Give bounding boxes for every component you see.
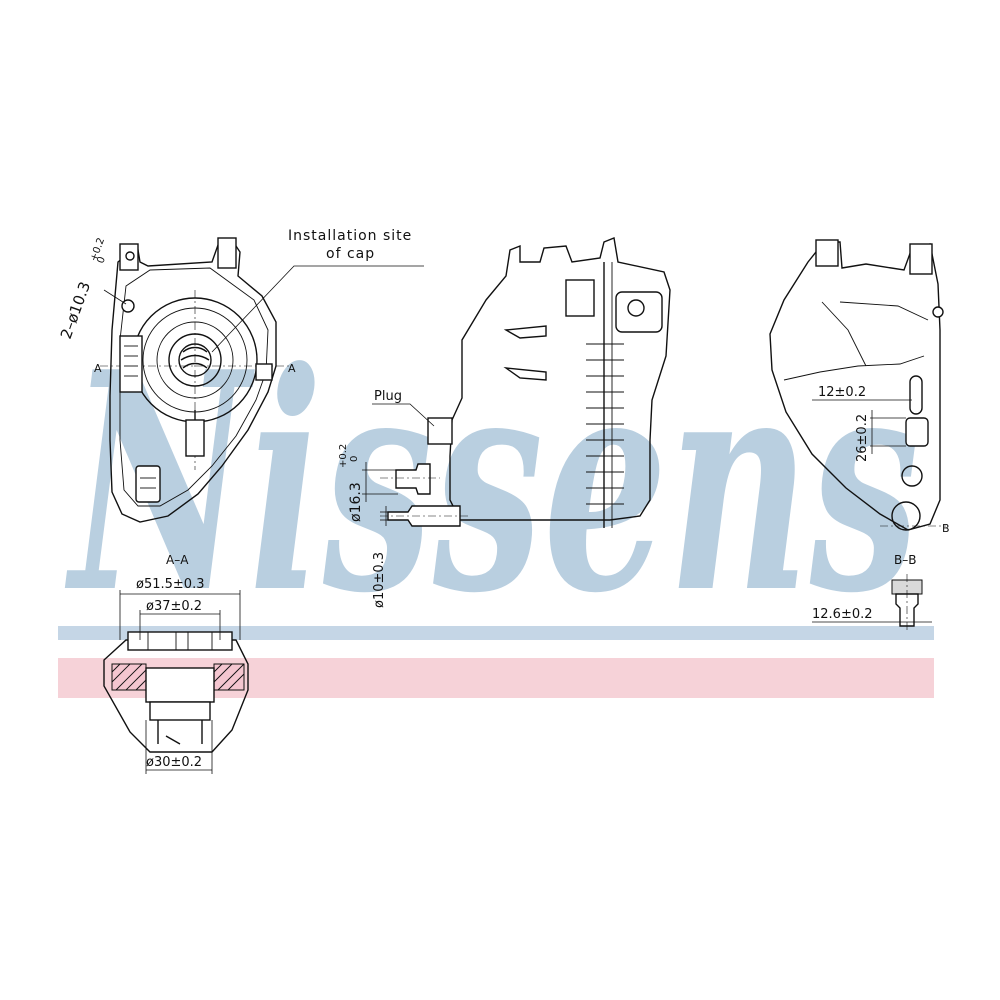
hose-fitting-upper [395,463,431,495]
rear-view-inner-wall [783,301,929,381]
dim-12-6: 12.6±0.2 [812,607,873,622]
side-view-bracket [565,279,595,317]
hole-dimension-tol-low: 0 [95,255,108,265]
front-view-sensor [185,419,205,457]
installation-site-leader [211,265,424,353]
installation-site-label-line2: of cap [326,246,375,262]
rear-view-mount-hole [932,306,944,318]
rear-view-slot [909,375,923,415]
section-aa-title: A–A [166,553,189,567]
plug-label: Plug [374,389,402,404]
section-bb: B–B 12.6±0.2 [812,553,932,632]
section-aa-neck-inner [149,701,211,721]
front-view-inner-wall [119,267,269,507]
section-aa-thread-band [127,631,233,651]
front-view-tab-right [217,237,237,269]
section-aa: A–A ø51.5±0.3 ø37±0.2 ø30±0.2 [103,553,249,774]
dim-d51: ø51.5±0.3 [136,577,204,592]
section-mark-a-right: A [288,362,296,375]
rear-view: B 12±0.2 26±0.2 [769,239,950,535]
rear-view-connector [905,417,929,447]
plug-body [427,417,453,445]
rear-view-tab-right [909,243,933,275]
dim-12: 12±0.2 [818,385,866,400]
dim-d37: ø37±0.2 [146,599,202,614]
section-mark-a-left: A [94,362,102,375]
section-aa-hatch-left [111,663,147,691]
dim-d16: ø16.3 [348,482,364,522]
section-aa-hatch-right [213,663,245,691]
dim-26: 26±0.2 [855,414,870,462]
section-bb-title: B–B [894,553,916,567]
section-mark-b-right: B [942,522,950,535]
front-view-connector-left [119,335,143,393]
dim-d10: ø10±0.3 [372,552,387,608]
rear-view-boss [891,501,921,531]
watermark-text: Nissens [64,306,920,659]
side-view-ribs [586,343,624,505]
side-view: Plug ø16.3 +0.2 0 ø10±0.3 [338,237,671,608]
front-view-mount-hole-2 [125,251,135,261]
rear-view-tab-left [815,239,839,267]
side-view-port [627,299,645,317]
plug-leader [372,403,435,427]
dim-d16-tol-high: +0.2 [338,444,349,468]
dim-d16-tol-low: 0 [349,456,360,462]
side-view-port-housing [615,291,663,333]
front-view: A A 2–ø10.3 +0.2 0 Installation site of … [57,228,424,523]
section-aa-neck [145,667,215,703]
dim-d30: ø30±0.2 [146,755,202,770]
front-view-fitting-right [255,363,273,381]
section-aa-inner-tube [157,720,203,745]
watermark-band-blue [58,626,934,640]
hole-dimension-leader [103,289,127,305]
rear-view-sensor [901,465,923,487]
side-view-slot-1 [503,325,547,339]
rear-view-outline [769,241,941,531]
installation-site-label-line1: Installation site [288,228,412,244]
section-aa-dome [103,639,249,753]
front-view-clip [135,465,161,503]
front-view-mount-hole-1 [121,299,135,313]
side-view-slot-2 [503,367,547,381]
